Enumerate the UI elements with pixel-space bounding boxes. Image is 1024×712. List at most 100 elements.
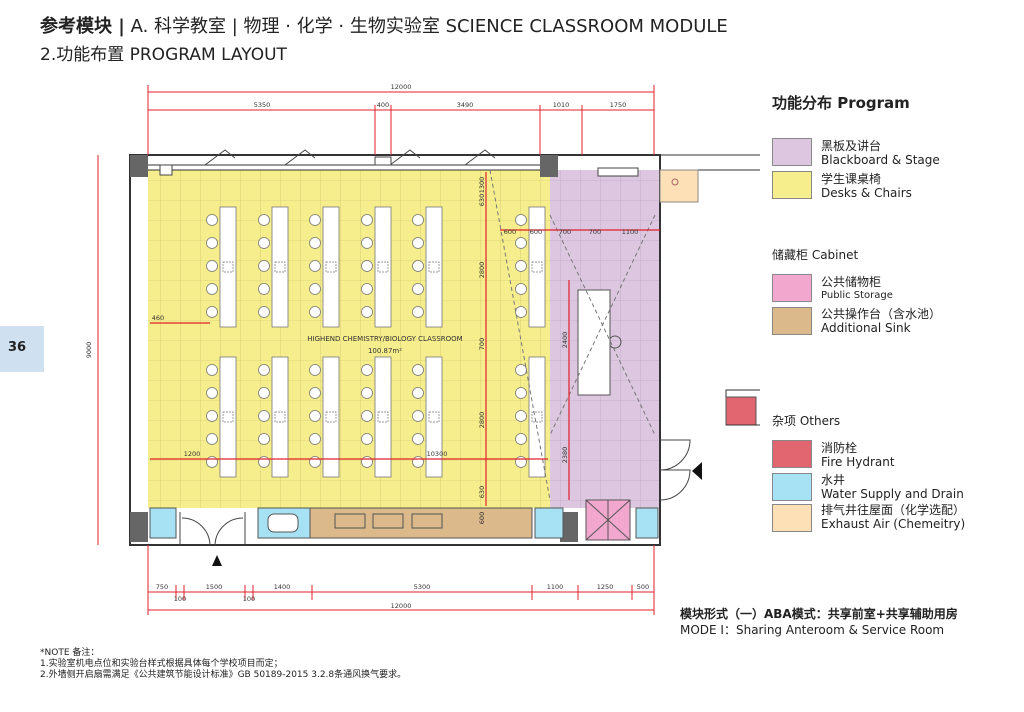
notes: *NOTE 备注： 1.实验室机电点位和实验台样式根据具体每个学校项目而定； 2… bbox=[40, 648, 407, 680]
dim-10300: 10300 bbox=[427, 450, 448, 458]
legend-swatch-water bbox=[772, 473, 812, 501]
mode-subtitle: MODE I：Sharing Anteroom & Service Room bbox=[680, 623, 945, 637]
lab-desk bbox=[374, 206, 392, 328]
mode-title: 模块形式（一）ABA模式：共享前室+共享辅助用房 bbox=[680, 607, 958, 621]
chair bbox=[309, 283, 321, 295]
desk-outlet bbox=[325, 411, 337, 423]
desk-outlet bbox=[428, 411, 440, 423]
chair bbox=[258, 237, 270, 249]
dim-left: 9000 bbox=[85, 342, 93, 359]
legend-swatch-exhaust bbox=[772, 504, 812, 532]
chair bbox=[258, 456, 270, 468]
legend-others-heading: 杂项 Others bbox=[772, 414, 841, 428]
legend-title: 功能分布 Program bbox=[772, 94, 910, 112]
chair bbox=[361, 214, 373, 226]
chair bbox=[258, 283, 270, 295]
chair bbox=[515, 306, 527, 318]
water-shaft bbox=[149, 507, 177, 539]
chair bbox=[515, 410, 527, 422]
chair bbox=[309, 433, 321, 445]
lab-desk bbox=[528, 356, 546, 478]
chair bbox=[412, 283, 424, 295]
dim-top: 1750 bbox=[610, 101, 627, 109]
desk-outlet bbox=[428, 261, 440, 273]
dim-vertical: 600 bbox=[478, 512, 486, 524]
lab-desk bbox=[219, 356, 237, 478]
entrance-arrow bbox=[212, 555, 222, 566]
chair bbox=[361, 260, 373, 272]
chair bbox=[206, 387, 218, 399]
page-subtitle: 2.功能布置 PROGRAM LAYOUT bbox=[40, 45, 287, 65]
dim-inner: 600 bbox=[530, 228, 542, 236]
page-number-tab: 36 bbox=[0, 326, 44, 372]
lab-desk bbox=[322, 206, 340, 328]
dim-vertical: 700 bbox=[478, 338, 486, 350]
chair bbox=[361, 456, 373, 468]
entrance-arrow bbox=[692, 462, 702, 480]
chair bbox=[206, 283, 218, 295]
lab-desk bbox=[271, 356, 289, 478]
desk-outlet bbox=[377, 261, 389, 273]
dim-vertical: 2800 bbox=[478, 412, 486, 429]
chair bbox=[361, 387, 373, 399]
desk-outlet bbox=[325, 261, 337, 273]
legend-label-sink: 公共操作台（含水池）Additional Sink bbox=[821, 307, 942, 335]
chair bbox=[206, 306, 218, 318]
chair bbox=[412, 306, 424, 318]
desk-outlet bbox=[274, 261, 286, 273]
dim-inner: 700 bbox=[559, 228, 571, 236]
dim-bottom: 5300 bbox=[414, 583, 431, 591]
legend-swatch-storage bbox=[772, 274, 812, 302]
page-number: 36 bbox=[8, 340, 27, 355]
chair bbox=[412, 364, 424, 376]
dim-bottom: 500 bbox=[637, 583, 649, 591]
dim-vertical: 630 bbox=[478, 194, 486, 206]
chair bbox=[515, 237, 527, 249]
chair bbox=[206, 214, 218, 226]
dim-inner: 1100 bbox=[622, 228, 639, 236]
desk-outlet bbox=[531, 261, 543, 273]
column bbox=[540, 155, 558, 177]
legend-swatch-sink bbox=[772, 307, 812, 335]
dim-top: 3490 bbox=[457, 101, 474, 109]
dim-bottom: 1400 bbox=[274, 583, 291, 591]
chair bbox=[309, 456, 321, 468]
chair bbox=[309, 306, 321, 318]
dim-top-total: 12000 bbox=[391, 83, 412, 91]
lab-desk bbox=[374, 356, 392, 478]
sink-counter bbox=[309, 507, 533, 539]
chair bbox=[361, 433, 373, 445]
chair bbox=[412, 387, 424, 399]
chair bbox=[206, 410, 218, 422]
column bbox=[130, 512, 148, 542]
chair bbox=[412, 433, 424, 445]
fire-hydrant bbox=[725, 396, 757, 426]
chair bbox=[412, 456, 424, 468]
chair bbox=[258, 410, 270, 422]
desk-outlet bbox=[377, 411, 389, 423]
dim-vertical: 2800 bbox=[478, 262, 486, 279]
floor-plan: 12000 5350 400 3490 1010 1750 750 100 15… bbox=[85, 83, 760, 615]
dim-stage: 2400 bbox=[561, 332, 569, 349]
legend-swatch-desks bbox=[772, 171, 812, 199]
legend-swatch-blackboard bbox=[772, 138, 812, 166]
desk-outlet bbox=[274, 411, 286, 423]
dim-stage: 2380 bbox=[561, 447, 569, 464]
chair bbox=[361, 306, 373, 318]
column bbox=[130, 155, 148, 177]
lab-desk bbox=[425, 356, 443, 478]
page-title: 参考模块 | A. 科学教室 | 物理 · 化学 · 生物实验室 SCIENCE… bbox=[40, 16, 728, 37]
chair bbox=[309, 410, 321, 422]
legend-label-desks: 学生课桌椅 Desks & Chairs bbox=[821, 172, 912, 200]
lab-desk bbox=[425, 206, 443, 328]
desk-outlet bbox=[222, 411, 234, 423]
chair bbox=[258, 433, 270, 445]
chair bbox=[412, 260, 424, 272]
exhaust-shaft bbox=[659, 169, 699, 203]
legend-label-exhaust: 排气井往屋面（化学选配）Exhaust Air (Chemeitry) bbox=[821, 503, 966, 531]
dim-top: 400 bbox=[377, 101, 389, 109]
chair bbox=[258, 387, 270, 399]
chair bbox=[206, 433, 218, 445]
chair bbox=[412, 214, 424, 226]
